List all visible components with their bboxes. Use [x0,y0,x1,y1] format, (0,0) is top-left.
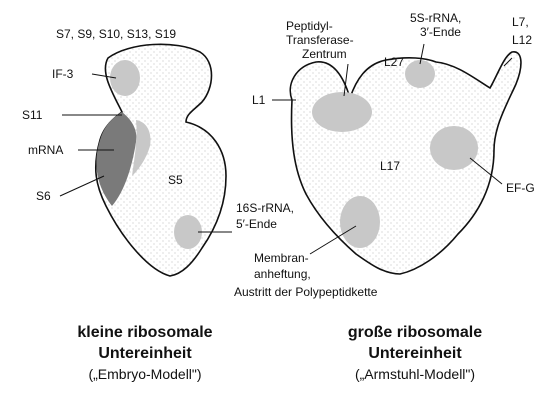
rrna-16s-site [174,215,202,249]
label-ptz-3: Zentrum [302,47,347,61]
label-l17: L17 [380,159,400,173]
label-l7: L7, [512,15,529,29]
small-caption-line3: („Embryo-Modell") [88,366,202,382]
label-efg: EF-G [506,181,535,195]
label-5s-rrna-2: 3′-Ende [420,25,461,39]
label-l27: L27 [384,55,404,69]
label-s6: S6 [36,189,51,203]
efg-site [430,126,478,170]
label-5s-rrna-1: 5S-rRNA, [410,11,461,25]
label-16s-rrna-2: 5′-Ende [236,217,277,231]
label-membrane-3: Austritt der Polypeptidkette [234,285,378,299]
label-membrane-1: Membran- [254,251,309,265]
label-top-proteins: S7, S9, S10, S13, S19 [56,27,176,41]
large-subunit: Peptidyl- Transferase- Zentrum 5S-rRNA, … [234,11,535,299]
small-caption-line2: Untereinheit [98,345,192,362]
small-subunit: S7, S9, S10, S13, S19 IF-3 S11 mRNA S6 S… [22,27,294,277]
large-caption-line3: („Armstuhl-Modell") [354,366,476,382]
label-s5: S5 [168,173,183,187]
label-l1: L1 [252,93,266,107]
large-subunit-caption: große ribosomale Untereinheit („Armstuhl… [290,322,540,385]
rrna-5s-site [405,60,435,88]
label-ptz-2: Transferase- [286,33,354,47]
s11-adjacent-site [132,120,151,176]
small-caption-line1: kleine ribosomale [77,324,213,341]
peptidyl-transferase-site [312,92,372,132]
label-l12: L12 [512,33,532,47]
large-caption-line1: große ribosomale [347,324,483,341]
large-subunit-body [289,51,522,275]
label-if3: IF-3 [52,67,74,81]
label-s11: S11 [22,108,43,122]
membrane-exit-site [340,196,380,248]
label-16s-rrna-1: 16S-rRNA, [236,201,294,215]
label-mrna: mRNA [28,143,63,157]
large-caption-line2: Untereinheit [368,345,462,362]
label-ptz-1: Peptidyl- [286,19,333,33]
label-membrane-2: anheftung, [254,267,311,281]
s11-mrna-s6-region [96,112,137,206]
small-subunit-caption: kleine ribosomale Untereinheit („Embryo-… [20,322,270,385]
if3-site [110,60,140,96]
